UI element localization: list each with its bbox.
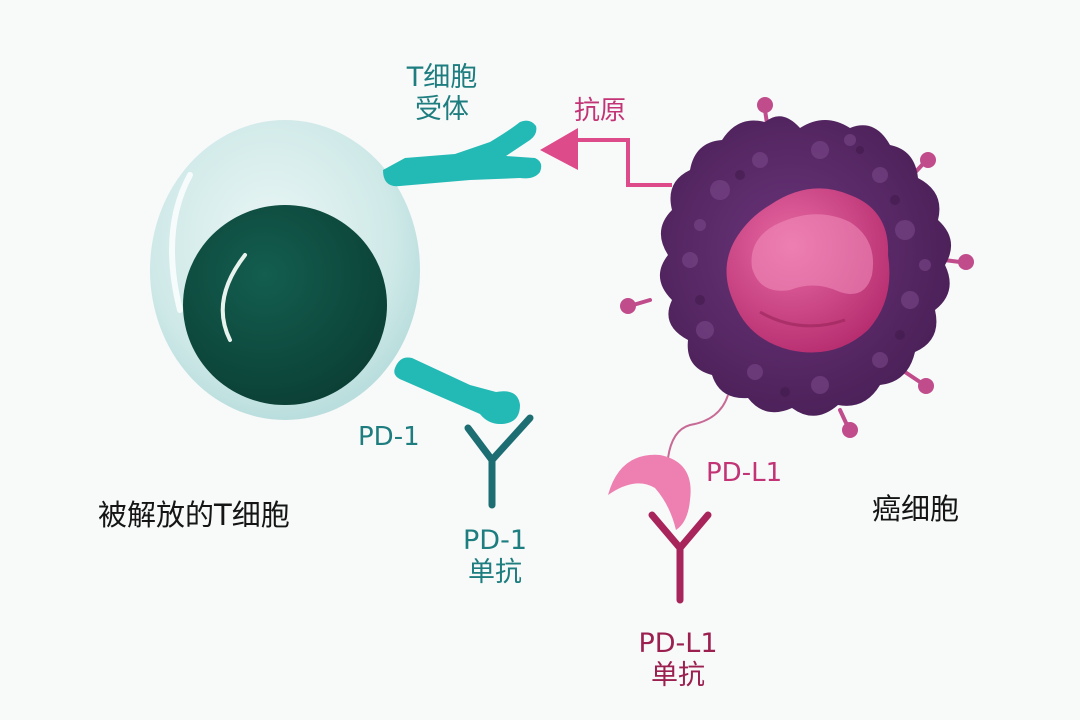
pdl1-antibody-label-line2: 单抗	[651, 660, 705, 692]
t-cell-nucleus-highlight	[220, 253, 247, 342]
pdl1-label: PD-L1	[706, 458, 783, 488]
t-cell-label: 被解放的T细胞	[98, 498, 290, 532]
pd1-antibody-label-line1: PD-1	[463, 525, 527, 556]
t-cell-highlight	[169, 172, 193, 313]
pdl1-antibody	[648, 511, 712, 604]
pdl1-antibody-label-line1: PD-L1	[638, 628, 718, 659]
t-cell-nucleus	[183, 205, 387, 405]
pdl1-tether	[667, 394, 729, 459]
cancer-cell-label: 癌细胞	[872, 492, 960, 526]
pd1-antibody-label: PD-1 单抗	[450, 525, 540, 590]
t-cell	[150, 120, 420, 420]
pd1-antibody	[464, 414, 534, 509]
pd1-label: PD-1	[358, 422, 420, 452]
t-cell-receptor	[383, 120, 542, 187]
antigen-label: 抗原	[574, 96, 627, 126]
cancer-cell	[620, 97, 974, 438]
pdl1-antibody-label: PD-L1 单抗	[618, 628, 738, 693]
tcr-label-line2: 受体	[415, 94, 469, 126]
cancer-cell-texture	[682, 134, 931, 394]
antigen-arrow	[540, 128, 672, 187]
pd1-receptor	[394, 357, 520, 424]
tcr-label: T细胞 受体	[400, 62, 484, 127]
pdl1-ligand	[608, 454, 691, 530]
pd1-antibody-label-line2: 单抗	[468, 557, 522, 589]
tcr-label-line1: T细胞	[406, 62, 478, 93]
